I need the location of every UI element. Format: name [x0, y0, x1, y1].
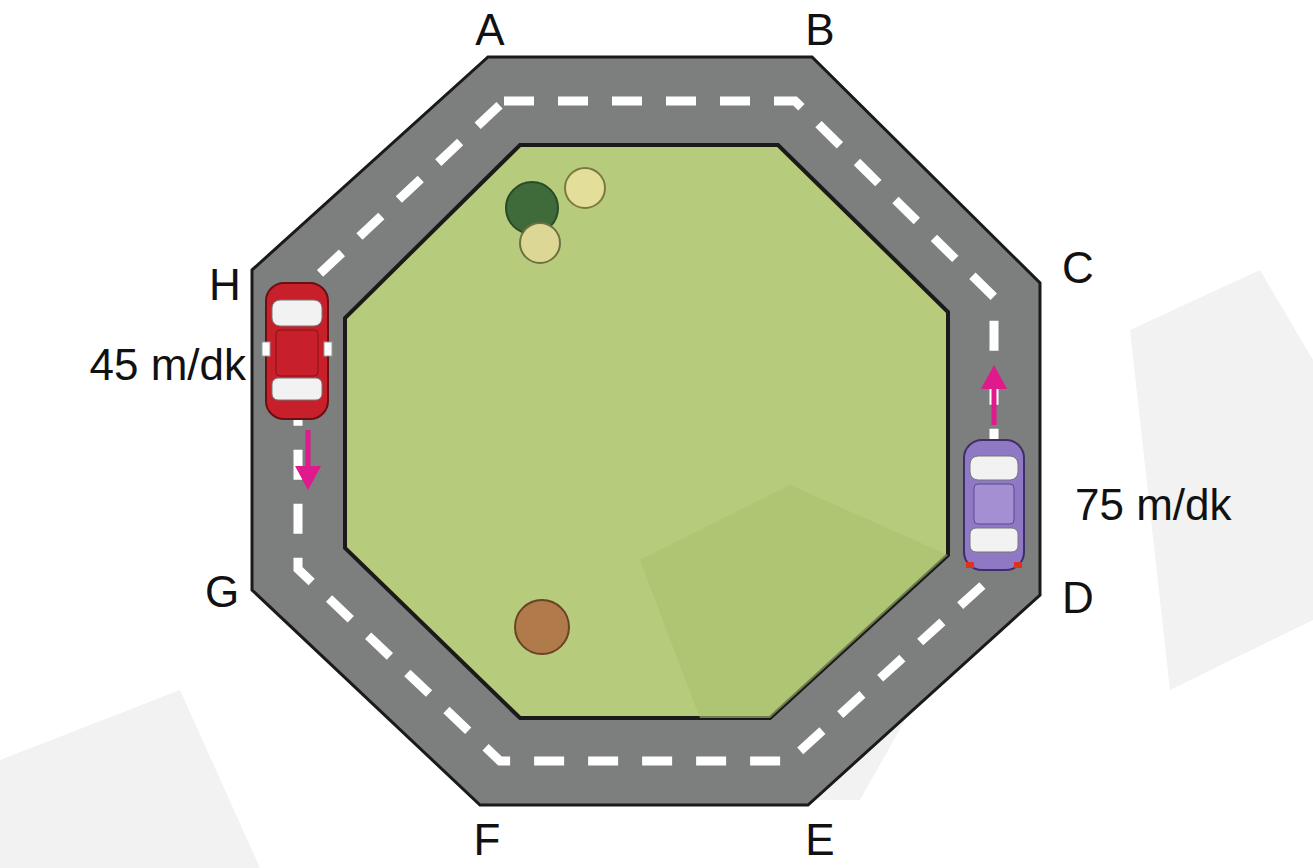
grass-field: [345, 145, 948, 718]
vertex-label: F: [474, 818, 501, 862]
speed-label: 45 m/dk: [89, 343, 246, 387]
vertex-label: E: [805, 818, 834, 862]
vertex-label: D: [1062, 576, 1094, 620]
arrow-shaft: [306, 430, 311, 470]
arrow-head: [981, 365, 1007, 389]
bushes: [506, 168, 605, 654]
speed-label: 75 m/dk: [1075, 483, 1232, 527]
bush: [520, 223, 560, 263]
watermark-shape: [0, 690, 260, 868]
arrow-head: [295, 466, 321, 490]
lane-line: [298, 101, 994, 761]
vertex-label: A: [475, 8, 504, 52]
bush: [565, 168, 605, 208]
vertex-label: G: [205, 570, 239, 614]
purple-car: [964, 440, 1024, 570]
road-outer: [252, 57, 1040, 805]
vertex-label: C: [1062, 246, 1094, 290]
arrow-shaft: [992, 385, 997, 425]
watermark-shape: [1130, 270, 1313, 690]
vertex-label: H: [209, 263, 241, 307]
red-car: [262, 283, 332, 419]
grass-shade: [640, 485, 948, 718]
direction-arrows: [295, 365, 1007, 490]
bush: [515, 600, 569, 654]
vertex-label: B: [805, 8, 834, 52]
